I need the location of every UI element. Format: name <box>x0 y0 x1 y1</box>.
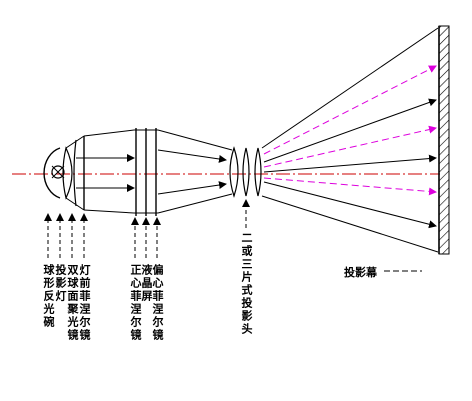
projection-lens-element-3 <box>254 147 262 197</box>
label-condenser: 双球面聚光镜 <box>66 264 79 342</box>
label-reflector: 球形反光碗 <box>42 264 55 329</box>
leader-arrows <box>44 199 250 258</box>
label-screen: 投影幕 <box>344 266 377 279</box>
label-offset-fresnel: 偏心菲涅尔镜 <box>151 264 164 342</box>
projection-lens-element-2 <box>242 147 250 197</box>
lamp-bulb <box>51 165 65 179</box>
label-projection-lens: 二或三片式投影头 <box>240 232 253 336</box>
reflector-bowl <box>43 147 61 199</box>
label-lamp: 投影灯 <box>54 264 67 303</box>
label-front-fresnel: 灯前菲涅尔镜 <box>78 264 91 342</box>
label-positive-fresnel: 正心菲涅尔镜 <box>129 264 142 342</box>
projection-screen <box>438 25 450 255</box>
projection-lens-element-1 <box>229 146 239 198</box>
label-lcd: 液晶屏 <box>140 264 153 303</box>
